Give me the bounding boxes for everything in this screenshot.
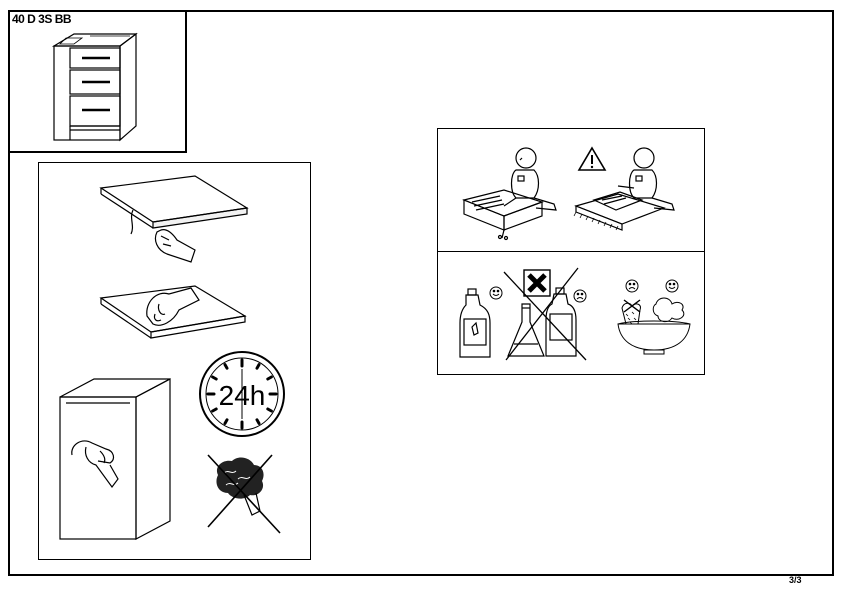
clock-24h-icon: 24h [199, 351, 285, 437]
handling-warnings-divider [437, 251, 705, 252]
clock-24h-label: 24h [219, 380, 266, 411]
product-code: 40 D 3S BB [12, 12, 72, 26]
panel-wiping-icon [99, 285, 247, 339]
product-thumbnail-box [8, 10, 187, 153]
smiley-sad-icon [573, 289, 587, 303]
care-instructions-panel [38, 162, 311, 560]
person-on-mat-icon [573, 147, 675, 231]
panel-edge-check-icon [99, 175, 249, 263]
page-frame [8, 10, 834, 576]
mild-cleaner-bottle-icon [459, 286, 503, 358]
no-harsh-chemicals-icon [503, 267, 587, 361]
no-abrasive-scrub-icon [207, 454, 281, 534]
person-unpacking-icon [462, 147, 557, 241]
warning-triangle-icon [577, 146, 607, 171]
cross-out-icon [207, 454, 281, 534]
smiley-happy-icon [489, 286, 503, 300]
soapy-water-bowl-icon [617, 279, 691, 355]
page-number: 3/3 [789, 575, 802, 585]
cabinet-3-drawers-icon [51, 32, 138, 142]
cabinet-wiping-icon [59, 378, 171, 540]
